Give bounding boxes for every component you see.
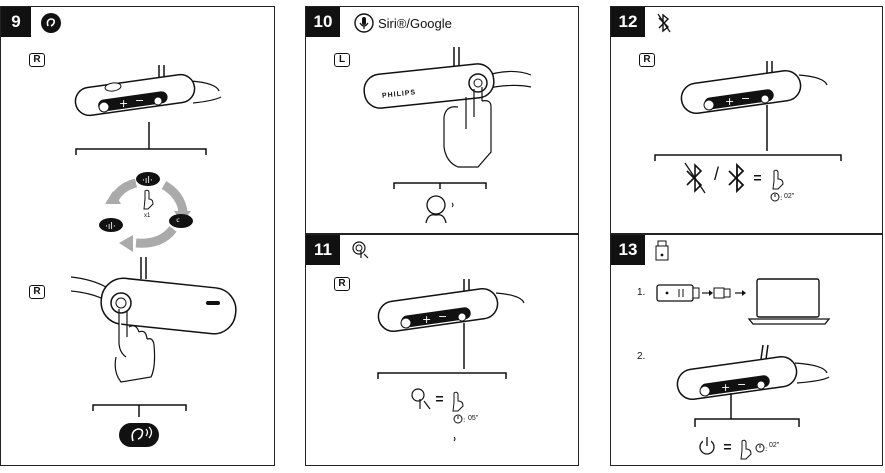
step-number: 12 — [611, 7, 645, 37]
svg-text:+: + — [422, 313, 431, 326]
voice-touch-icon — [352, 241, 369, 259]
hearing-assist-icon — [41, 13, 61, 33]
step-9-panel: 9 R + − ·ıl· ·ıl· ᑦ x1 R — [0, 6, 275, 466]
svg-text:−: − — [438, 310, 447, 323]
step-number: 10 — [306, 7, 340, 37]
bluetooth-icon — [657, 13, 671, 33]
usb-dongle-icon — [655, 240, 669, 261]
svg-text::: : — [780, 194, 782, 202]
power-result: : — [699, 437, 767, 460]
earpiece-illustration: + − — [654, 61, 842, 161]
hold-time: 02" — [769, 442, 780, 449]
tap-count: x1 — [144, 213, 151, 219]
step-11-panel: 11 R + − : 05" — [305, 234, 579, 466]
side-label-right-2: R — [29, 285, 45, 299]
earpiece-illustration: + − — [377, 279, 525, 379]
step-10-panel: 10 Siri®/Google L PHILIPS — [305, 6, 579, 234]
step-number: 13 — [611, 235, 645, 265]
dongle-to-laptop — [656, 278, 831, 325]
item-1-label: 1. — [637, 287, 646, 298]
step-13-panel: 13 1. 2. + − — [610, 234, 883, 466]
earpiece-illustration: + − — [676, 344, 830, 427]
side-label-right: R — [639, 53, 655, 67]
step-12-panel: 12 R + − : / 02" — [610, 6, 883, 234]
side-label-right: R — [29, 53, 45, 67]
svg-text:·ıl·: ·ıl· — [142, 176, 153, 186]
side-label-left: L — [334, 53, 350, 67]
item-2-label: 2. — [637, 351, 646, 362]
svg-text:·ıl·: ·ıl· — [105, 222, 116, 232]
svg-text:+: + — [119, 97, 128, 110]
svg-text:+: + — [725, 95, 734, 108]
microphone-icon — [354, 13, 374, 33]
voice-assistant-title: Siri®/Google — [378, 16, 452, 31]
earpiece-touch-illustration — [70, 257, 237, 383]
mode-cycle: ·ıl· ·ıl· ᑦ — [99, 172, 193, 252]
svg-text:−: − — [135, 94, 144, 107]
hold-time: 05" — [468, 415, 479, 422]
svg-text:+: + — [721, 381, 730, 394]
hold-time: 02" — [784, 193, 795, 200]
side-label-right: R — [334, 277, 350, 291]
earpiece-illustration: + − — [74, 65, 222, 155]
result-bracket — [92, 404, 187, 447]
bluetooth-slash: / — [714, 164, 720, 184]
svg-text::: : — [765, 445, 767, 453]
voice-assistant-result — [393, 182, 487, 224]
left-earpiece-illustration — [363, 47, 532, 168]
touch-result: : — [411, 388, 465, 442]
svg-text:ᑦ: ᑦ — [176, 218, 180, 228]
svg-text:−: − — [741, 92, 750, 105]
step-number: 9 — [1, 7, 31, 37]
svg-text:−: − — [737, 378, 746, 391]
step-number: 11 — [306, 235, 340, 265]
svg-text::: : — [463, 416, 465, 424]
bluetooth-toggle-result: : — [684, 162, 784, 202]
